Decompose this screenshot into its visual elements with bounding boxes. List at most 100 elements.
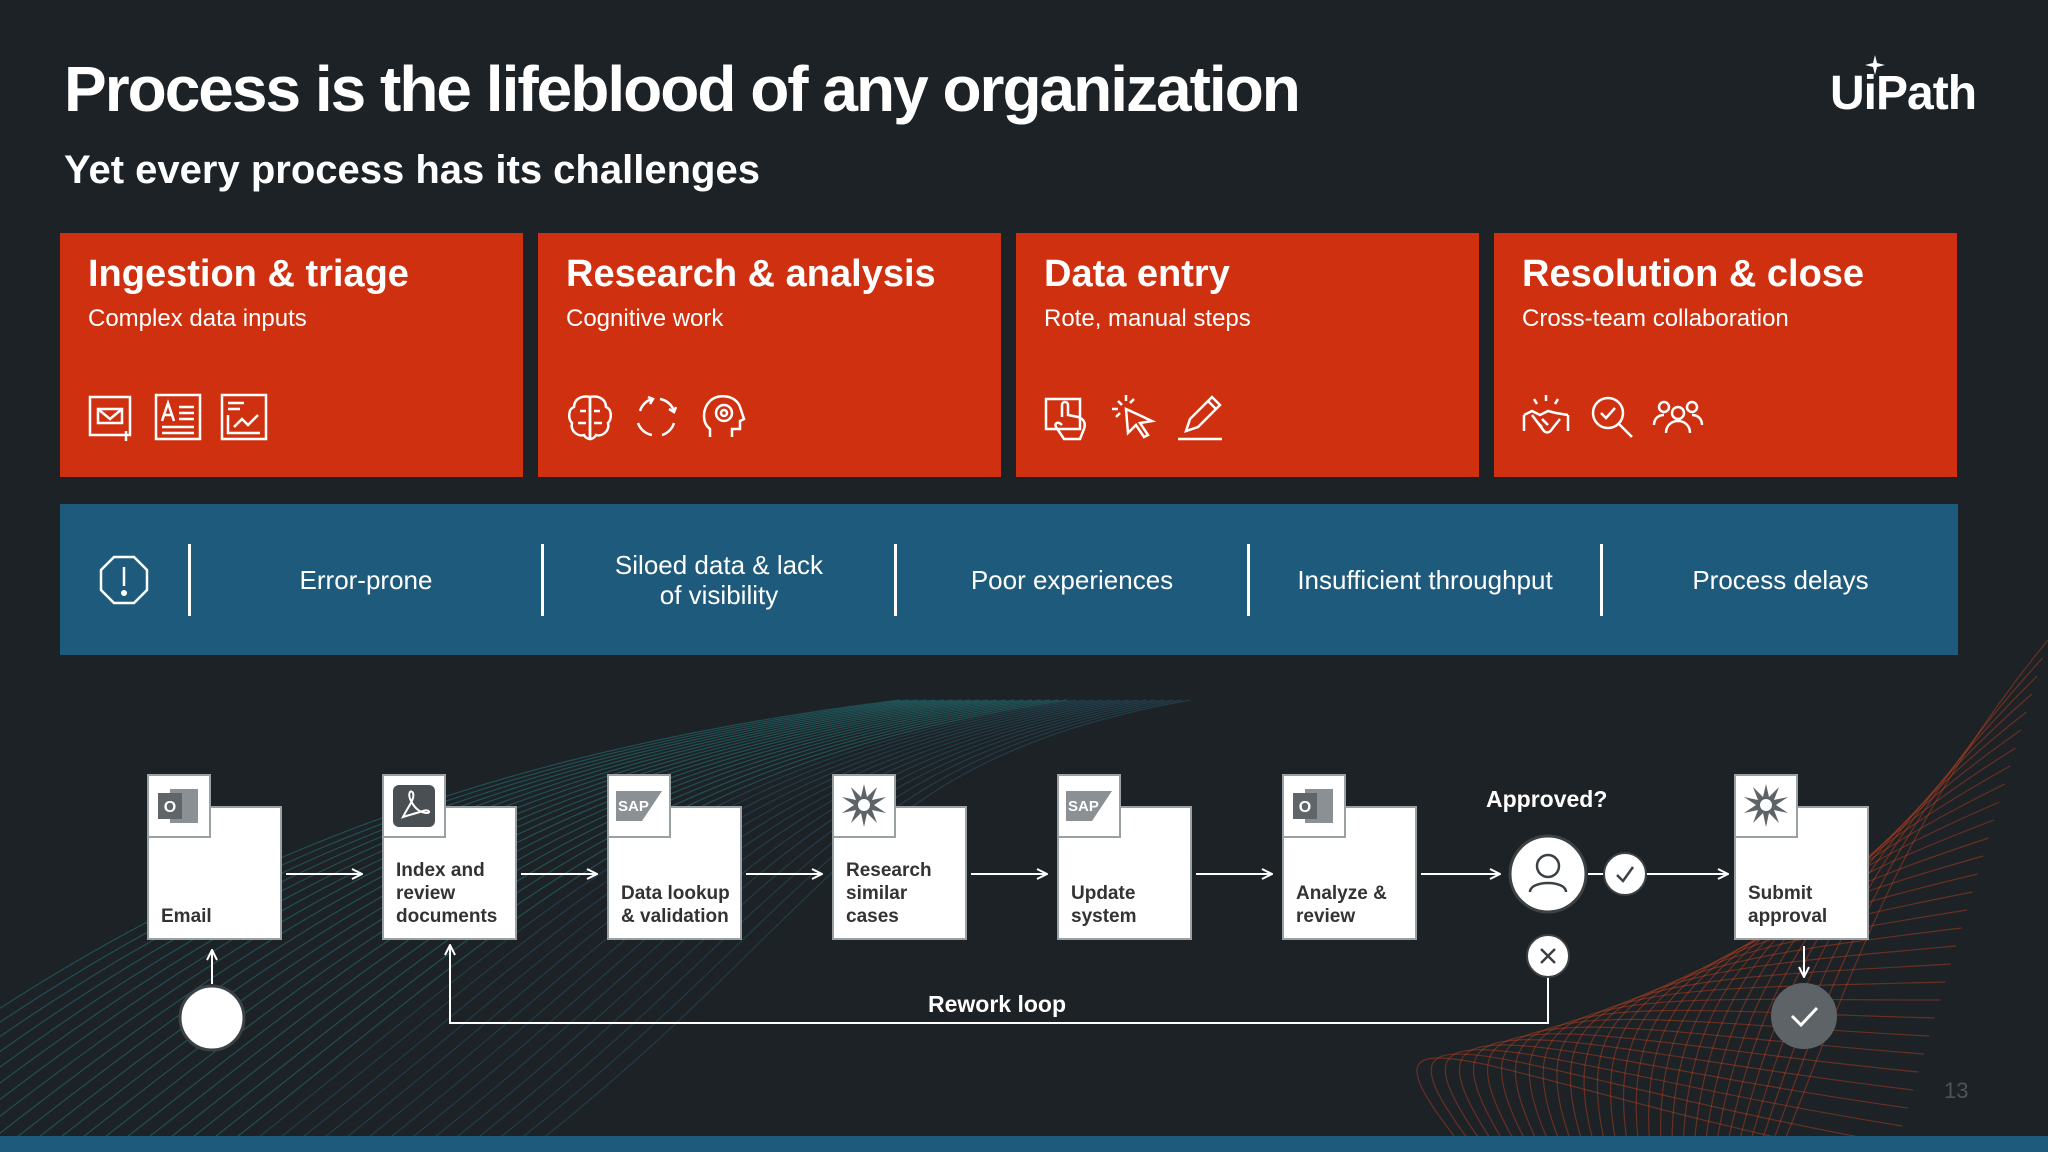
wave-line: [0, 699, 927, 1053]
user-icon: [1528, 853, 1568, 893]
uipath-logo: UiPath: [1830, 55, 1977, 121]
stage-subtitle: Rote, manual steps: [1044, 305, 1251, 332]
sap-tile: SAP: [1057, 774, 1121, 838]
approver-node: [1508, 834, 1588, 914]
sap-icon: SAP: [616, 791, 662, 821]
chart-report-icon: [220, 393, 268, 441]
magnifier-icon: [1591, 396, 1633, 438]
stage-subtitle: Complex data inputs: [88, 305, 307, 332]
band-divider: [1600, 544, 1603, 616]
cursor-click-icon: [1112, 395, 1157, 439]
stage-title: Resolution & close: [1522, 253, 1865, 295]
handshake-icon: [1522, 395, 1570, 434]
wave-line: [173, 699, 1050, 1152]
decision-label: Approved?: [1486, 786, 1608, 812]
wave-line: [1430, 1053, 1897, 1152]
wave-line: [1486, 1033, 1919, 1152]
band-divider: [1247, 544, 1250, 616]
wave-line: [1458, 1044, 1908, 1152]
logo-text: UiPath: [1830, 67, 1977, 120]
pdf-tile: [382, 774, 446, 838]
wave-line: [393, 699, 1138, 1152]
wave-line: [0, 699, 901, 1010]
end-node: [1771, 983, 1837, 1049]
wave-line: [437, 699, 1156, 1152]
wave-line: [1472, 1039, 1914, 1152]
wave-line: [459, 699, 1165, 1152]
salesforce-tile: [832, 774, 896, 838]
salesforce-icon: [1744, 784, 1788, 827]
brain-icon: [568, 395, 612, 441]
wave-line: [1648, 855, 1984, 1152]
sparkle-icon: [1865, 55, 1885, 75]
mail-attachment-icon: [88, 395, 132, 441]
svg-text:SAP: SAP: [618, 798, 649, 815]
wave-line: [1682, 801, 2000, 1152]
salesforce-icon: [842, 784, 886, 827]
flow-step-index-review: Index and review documents: [382, 774, 519, 944]
slide-subtitle: Yet every process has its challenges: [64, 148, 760, 192]
flow-step-analyze-review: Analyze & review O: [1282, 774, 1419, 944]
svg-text:SAP: SAP: [1068, 798, 1099, 815]
wave-line: [481, 699, 1173, 1152]
wave-line: [107, 699, 1024, 1152]
start-node: [178, 984, 246, 1052]
wave-line: [129, 699, 1033, 1152]
flow-step-research-cases: Research similar cases: [832, 774, 969, 944]
wave-line: [1556, 981, 1946, 1152]
people-group-icon: [1652, 400, 1704, 434]
flow-step-email: Email O: [147, 774, 284, 944]
stage-card-data-entry: Data entry Rote, manual steps: [1016, 233, 1479, 477]
wave-line: [1635, 873, 1978, 1152]
challenge-item: Poor experiences: [970, 564, 1174, 595]
pdf-icon: [393, 785, 435, 827]
challenge-item: Process delays: [1692, 564, 1869, 595]
challenge-item: Error-prone: [299, 564, 433, 595]
document-text-icon: [154, 393, 202, 441]
step-label: Email: [161, 906, 212, 927]
band-divider: [541, 544, 544, 616]
wave-line: [1659, 837, 1989, 1152]
wave-line: [1693, 783, 2006, 1152]
step-label: Submit approval: [1748, 883, 1828, 927]
end-check-icon: [1790, 1006, 1819, 1028]
rework-loop-label: Rework loop: [928, 991, 1067, 1017]
step-label: Research similar cases: [846, 860, 932, 927]
wave-line: [1768, 657, 2044, 1152]
challenges-band: Error-prone Siloed data & lack of visibi…: [60, 504, 1958, 655]
sap-tile: SAP: [607, 774, 671, 838]
wave-line: [0, 699, 909, 1023]
slide-title: Process is the lifeblood of any organiza…: [64, 53, 1301, 125]
outlook-icon: O: [158, 789, 198, 823]
refresh-cycle-icon: [636, 395, 678, 437]
outlook-icon: O: [1293, 789, 1333, 823]
outlook-tile: O: [147, 774, 211, 838]
wave-line: [1569, 963, 1951, 1152]
wave-line: [1444, 1049, 1903, 1152]
stage-title: Ingestion & triage: [88, 253, 409, 295]
band-divider: [894, 544, 897, 616]
stage-subtitle: Cross-team collaboration: [1522, 305, 1789, 332]
step-label: Index and review documents: [396, 860, 498, 927]
challenge-item: Insufficient throughput: [1297, 564, 1553, 595]
wave-line: [195, 699, 1059, 1152]
flow-step-submit-approval: Submit approval: [1734, 774, 1871, 944]
step-label: Data lookup & validation: [621, 883, 730, 927]
wave-line: [1583, 945, 1957, 1152]
svg-text:O: O: [1299, 799, 1311, 816]
wave-line: [151, 699, 1041, 1152]
head-gear-icon: [702, 394, 746, 437]
wave-line: [0, 699, 945, 1084]
flow-step-update-system: Update system SAP: [1057, 774, 1194, 944]
stage-subtitle: Cognitive work: [566, 305, 724, 332]
stage-card-resolution: Resolution & close Cross-team collaborat…: [1494, 233, 1957, 477]
wave-line: [1416, 1057, 1846, 1152]
flow-step-data-lookup: Data lookup & validation SAP: [607, 774, 744, 944]
band-divider: [188, 544, 191, 616]
hand-click-icon: [1044, 397, 1086, 441]
check-icon: [1616, 866, 1635, 883]
wave-line: [0, 699, 936, 1068]
wave-line: [1671, 819, 1995, 1152]
wave-line: [0, 699, 918, 1038]
wave-line: [415, 699, 1147, 1152]
